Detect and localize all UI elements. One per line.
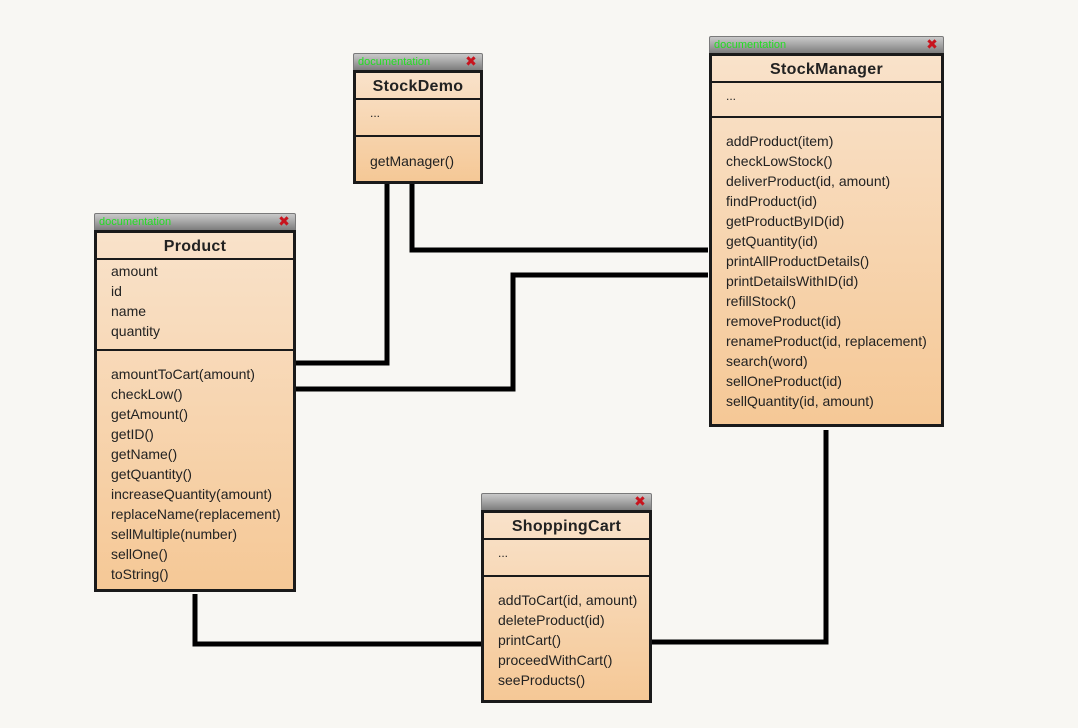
window-titlebar[interactable]: documentation ✖ <box>353 53 483 71</box>
window-tag-label: documentation <box>99 216 172 228</box>
attribute-item: amount <box>111 263 158 279</box>
connector-stockdemo-stockmanager <box>409 182 708 253</box>
connector-product-shoppingcart <box>192 594 482 647</box>
window-tag-label: documentation <box>714 39 787 51</box>
attributes-section: ... <box>484 540 649 577</box>
class-product[interactable]: documentation ✖ Product amount id name q… <box>94 213 296 592</box>
method-item: sellOne() <box>111 546 168 562</box>
class-name: StockManager <box>712 56 941 83</box>
method-item: removeProduct(id) <box>726 313 842 329</box>
attributes-section: amount id name quantity <box>97 260 293 351</box>
close-icon[interactable]: ✖ <box>632 494 648 510</box>
attribute-item: name <box>111 303 147 319</box>
attributes-section: ... <box>712 83 941 118</box>
window-titlebar[interactable]: documentation ✖ <box>709 36 944 54</box>
method-item: search(word) <box>726 353 808 369</box>
class-body: StockDemo ... getManager() <box>353 70 483 184</box>
class-body: Product amount id name quantity amountTo… <box>94 230 296 592</box>
method-item: printCart() <box>498 632 562 648</box>
method-item: proceedWithCart() <box>498 652 613 668</box>
close-icon[interactable]: ✖ <box>463 54 479 70</box>
method-item: getAmount() <box>111 406 189 422</box>
method-item: sellOneProduct(id) <box>726 373 842 389</box>
method-item: sellMultiple(number) <box>111 526 238 542</box>
methods-section: amountToCart(amount) checkLow() getAmoun… <box>97 351 293 584</box>
method-item: getQuantity(id) <box>726 233 818 249</box>
method-item: getQuantity() <box>111 466 192 482</box>
method-item: checkLowStock() <box>726 153 833 169</box>
methods-section: addToCart(id, amount) deleteProduct(id) … <box>484 577 649 690</box>
methods-section: addProduct(item) checkLowStock() deliver… <box>712 118 941 411</box>
method-item: findProduct(id) <box>726 193 818 209</box>
attribute-item: ... <box>726 89 737 103</box>
close-icon[interactable]: ✖ <box>924 37 940 53</box>
class-stockdemo[interactable]: documentation ✖ StockDemo ... getManager… <box>353 53 483 184</box>
method-item: getProductByID(id) <box>726 213 845 229</box>
attributes-section: ... <box>356 100 480 137</box>
class-body: StockManager ... addProduct(item) checkL… <box>709 53 944 427</box>
class-shoppingcart[interactable]: ✖ ShoppingCart ... addToCart(id, amount)… <box>481 493 652 703</box>
method-item: deliverProduct(id, amount) <box>726 173 891 189</box>
class-name: StockDemo <box>356 73 480 100</box>
method-item: printDetailsWithID(id) <box>726 273 859 289</box>
method-item: increaseQuantity(amount) <box>111 486 273 502</box>
method-item: renameProduct(id, replacement) <box>726 333 927 349</box>
close-icon[interactable]: ✖ <box>276 214 292 230</box>
class-body: ShoppingCart ... addToCart(id, amount) d… <box>481 510 652 703</box>
method-item: printAllProductDetails() <box>726 253 870 269</box>
attribute-item: ... <box>370 106 381 120</box>
method-item: checkLow() <box>111 386 183 402</box>
method-item: sellQuantity(id, amount) <box>726 393 874 409</box>
connector-stockmanager-product <box>294 272 708 392</box>
method-item: addProduct(item) <box>726 133 834 149</box>
class-name: ShoppingCart <box>484 513 649 540</box>
methods-section: getManager() <box>356 137 480 171</box>
method-item: replaceName(replacement) <box>111 506 281 522</box>
class-stockmanager[interactable]: documentation ✖ StockManager ... addProd… <box>709 36 944 427</box>
class-name: Product <box>97 233 293 260</box>
window-titlebar[interactable]: documentation ✖ <box>94 213 296 231</box>
window-titlebar[interactable]: ✖ <box>481 493 652 511</box>
method-item: amountToCart(amount) <box>111 366 255 382</box>
attribute-item: ... <box>498 546 509 560</box>
attribute-item: quantity <box>111 323 161 339</box>
method-item: deleteProduct(id) <box>498 612 605 628</box>
method-item: getManager() <box>370 153 455 169</box>
window-tag-label: documentation <box>358 56 431 68</box>
method-item: getName() <box>111 446 178 462</box>
attribute-item: id <box>111 283 122 299</box>
connector-stockdemo-product <box>290 182 390 366</box>
method-item: refillStock() <box>726 293 797 309</box>
method-item: getID() <box>111 426 154 442</box>
method-item: seeProducts() <box>498 672 586 688</box>
method-item: addToCart(id, amount) <box>498 592 638 608</box>
method-item: toString() <box>111 566 169 582</box>
connector-stockmanager-shoppingcart <box>650 430 829 645</box>
